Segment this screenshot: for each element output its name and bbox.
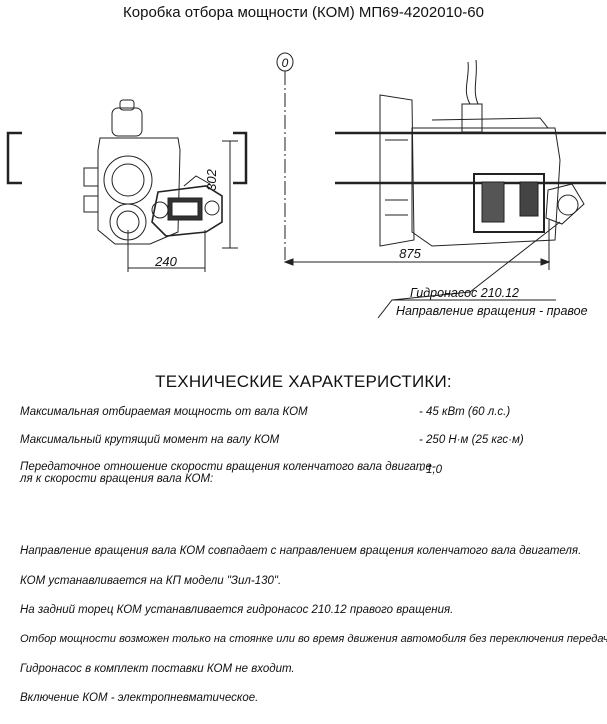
note-item: На задний торец КОМ устанавливается гидр… [20,604,454,616]
spec-row-label-line2: ля к скорости вращения вала КОМ: [20,473,214,485]
note-item: Отбор мощности возможен только на стоянк… [20,633,607,645]
side-view-assembly [379,59,585,247]
technical-drawing: 302 240 875 0 Гидронасос 210.12 Направле… [6,52,606,319]
frame-rail-right [233,131,248,185]
spec-row-label: Максимальная отбираемая мощность от вала… [20,406,308,418]
view-marker-label: 0 [282,56,289,70]
note-item: КОМ устанавливается на КП модели "Зил-13… [20,575,282,587]
page-title: Коробка отбора мощности (КОМ) МП69-42020… [123,4,484,21]
spec-row-value: - 1,0 [419,464,443,476]
dim-875-label: 875 [399,246,421,261]
spec-row-label: Максимальный крутящий момент на валу КОМ [20,434,280,446]
pump-callout-line1: Гидронасос 210.12 [410,286,519,300]
spec-row-value: - 45 кВт (60 л.с.) [419,406,511,418]
note-item: Включение КОМ - электропневматическое. [20,692,259,704]
dim-302-label: 302 [204,168,219,190]
note-item: Направление вращения вала КОМ совпадает … [20,545,582,557]
dim-240-label: 240 [154,254,177,269]
front-view-assembly [83,99,223,245]
pump-callout-line2: Направление вращения - правое [396,304,588,318]
spec-row-label-line1: Передаточное отношение скорости вращения… [20,461,436,473]
frame-rail-left [6,131,22,185]
specs-heading: ТЕХНИЧЕСКИЕ ХАРАКТЕРИСТИКИ: [155,372,452,391]
spec-row-value: - 250 Н·м (25 кгс·м) [419,434,524,446]
note-item: Гидронасос в комплект поставки КОМ не вх… [20,663,295,675]
